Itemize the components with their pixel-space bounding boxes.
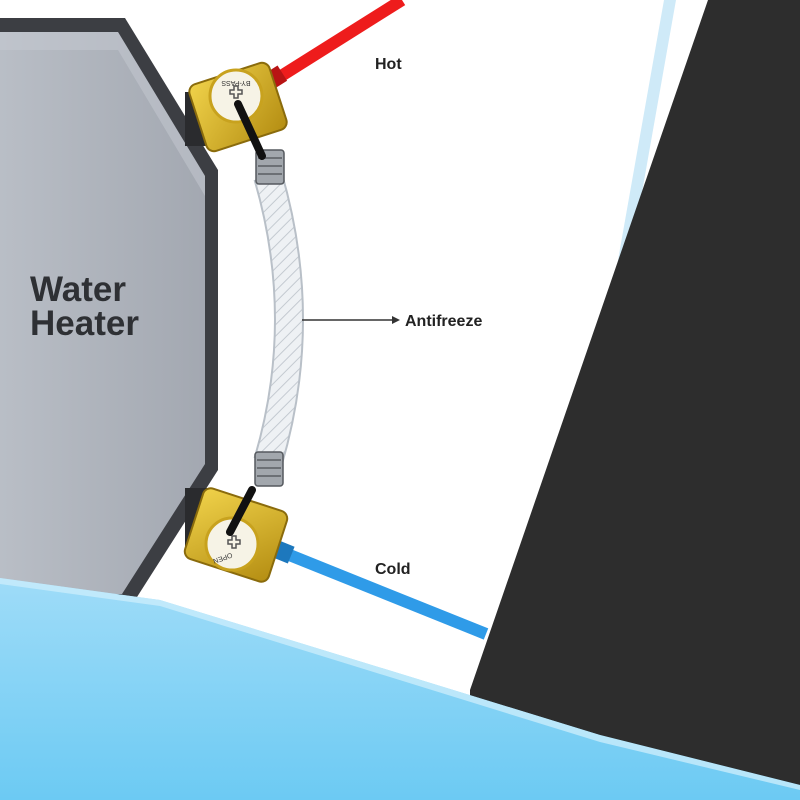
top-valve-handle bbox=[234, 100, 266, 160]
floor-panel-edge bbox=[0, 578, 800, 790]
cold-label: Cold bbox=[375, 561, 411, 578]
floor-panel bbox=[0, 578, 800, 800]
valve-knob-icon bbox=[227, 535, 241, 549]
top-valve-marking: BY-PASS bbox=[221, 79, 251, 86]
dark-cabinet bbox=[470, 0, 800, 800]
antifreeze-label: Antifreeze bbox=[405, 313, 482, 330]
bottom-valve-handle bbox=[226, 486, 256, 536]
heater-label-line2: Heater bbox=[30, 304, 139, 343]
water-heater: Water Heater bbox=[0, 18, 218, 608]
top-bypass-valve: BY-PASS bbox=[188, 61, 288, 160]
arrow-head-icon bbox=[392, 316, 400, 324]
bottom-open-valve: OPEN bbox=[183, 486, 289, 583]
hot-label: Hot bbox=[375, 56, 402, 73]
antifreeze-pointer bbox=[302, 316, 400, 324]
antifreeze-hose bbox=[253, 149, 304, 487]
valve-knob-icon bbox=[229, 85, 243, 99]
water-heater-body bbox=[0, 32, 205, 594]
heater-label-line1: Water bbox=[30, 270, 126, 309]
